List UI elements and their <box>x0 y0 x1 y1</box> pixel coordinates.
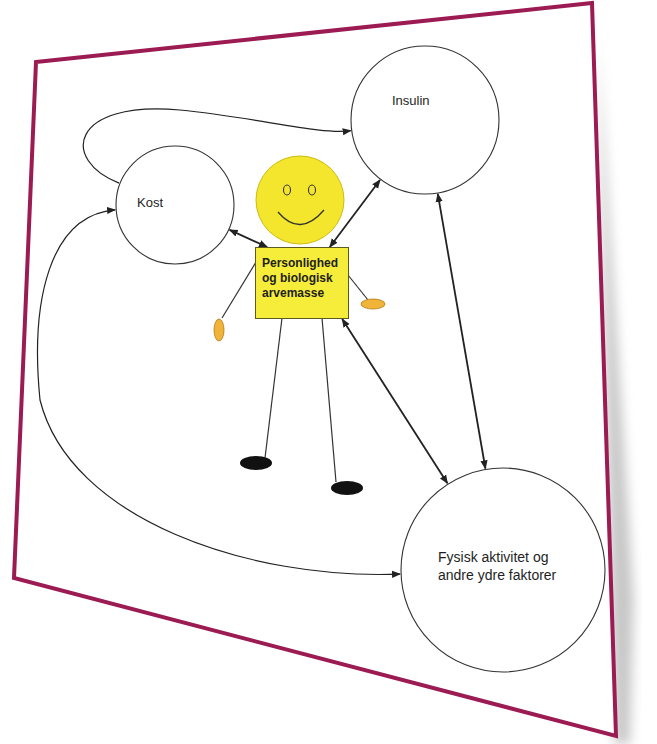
label-group: Kost <box>137 195 217 211</box>
circle-outline <box>401 468 605 672</box>
factors-circle: Fysisk aktivitet og andre ydre faktorer <box>400 467 606 673</box>
figure-leg <box>322 318 336 482</box>
stick-figure <box>214 156 385 495</box>
label-group: Fysisk aktivitet og andre ydre faktorer <box>438 549 578 584</box>
circle-outline <box>350 45 500 195</box>
node-label: Insulin <box>392 93 482 109</box>
figure-arm <box>222 262 256 318</box>
node-label: Personlighed og biologisk arvemasse <box>262 256 342 301</box>
figure-foot <box>240 456 272 470</box>
node-label: Kost <box>137 195 217 211</box>
kost-circle: Kost <box>115 145 235 265</box>
figure-hand <box>361 299 385 309</box>
circle-outline <box>116 146 234 264</box>
circle-outline <box>351 46 499 194</box>
node-label: Fysisk aktivitet og andre ydre faktorer <box>438 549 578 584</box>
label-group: Personlighed og biologisk arvemasse <box>256 248 348 309</box>
connector-arrow <box>342 319 447 483</box>
face-smile <box>278 210 324 225</box>
insulin-circle: Insulin <box>350 45 500 195</box>
face-eye <box>284 185 291 195</box>
figure-leg <box>265 318 282 458</box>
label-group: Insulin <box>392 93 482 109</box>
connector-arrow <box>230 230 268 247</box>
trait-box: Personlighed og biologisk arvemasse <box>255 247 349 319</box>
face-eye <box>309 185 316 195</box>
figure-arm <box>348 275 368 300</box>
figure-foot <box>331 481 363 495</box>
circle-outline <box>115 145 235 265</box>
figure-hand <box>214 319 224 341</box>
smiley-face <box>256 156 344 244</box>
connector-arrow <box>330 180 380 247</box>
connector-arrow <box>38 210 401 575</box>
card-frame <box>14 3 616 736</box>
connector-arrow <box>438 194 486 469</box>
